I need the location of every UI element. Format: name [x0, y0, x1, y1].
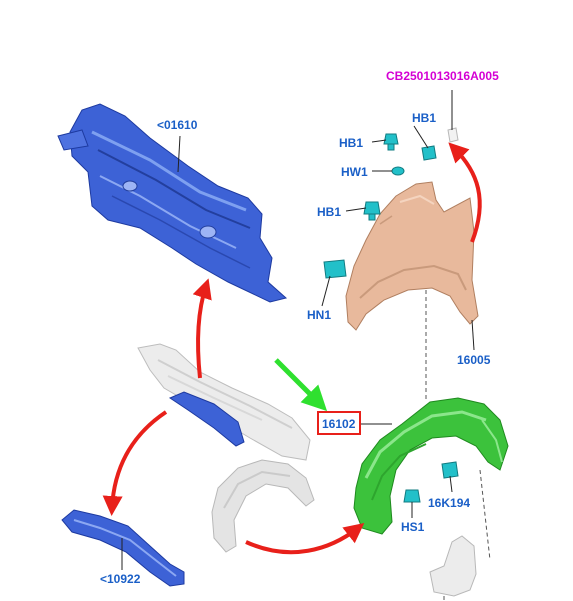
- arrow-to-bracket: [448, 142, 482, 243]
- fastener-16k194[interactable]: [441, 461, 459, 479]
- arrow-to-green-liner: [245, 523, 365, 555]
- label-wheel-liner[interactable]: 16102: [322, 417, 356, 431]
- wheel-liner-part[interactable]: [353, 397, 509, 535]
- fender-part[interactable]: [345, 181, 479, 331]
- label-hb1-left-upper[interactable]: HB1: [339, 136, 363, 150]
- label-16k194[interactable]: 16K194: [428, 496, 470, 510]
- leader-lines: [121, 90, 475, 570]
- green-pointer-arrow: [274, 358, 328, 412]
- red-arrows: [102, 142, 482, 555]
- label-dash-panel[interactable]: <01610: [157, 118, 198, 132]
- label-hb1-top-right[interactable]: HB1: [412, 111, 436, 125]
- highlight-box-16102: [317, 411, 361, 435]
- fastener-hs1[interactable]: [403, 489, 421, 503]
- fastener-hn1[interactable]: [323, 259, 347, 279]
- fastener-hb1-upper[interactable]: [383, 133, 399, 151]
- bracket-cb-code[interactable]: [447, 127, 459, 143]
- ghost-body-structure: [137, 343, 311, 461]
- label-apron-rail[interactable]: <10922: [100, 572, 141, 586]
- label-cb-code[interactable]: CB2501013016A005: [386, 69, 499, 83]
- mud-flap-part: [429, 535, 477, 597]
- label-hs1[interactable]: HS1: [401, 520, 425, 534]
- fastener-hb1-right[interactable]: [421, 145, 437, 161]
- dash-panel-part[interactable]: [57, 103, 288, 303]
- label-hb1-left-lower[interactable]: HB1: [317, 205, 341, 219]
- fastener-hb1-lower[interactable]: [363, 201, 381, 221]
- fastener-hw1[interactable]: [391, 166, 405, 176]
- arrow-to-dash-panel: [192, 278, 212, 379]
- apron-rail-part[interactable]: [61, 509, 185, 587]
- assembly-dashed-lines: [425, 290, 491, 601]
- label-fender[interactable]: 16005: [457, 353, 491, 367]
- apron-strip-part: [168, 391, 245, 447]
- label-hn1[interactable]: HN1: [307, 308, 331, 322]
- label-hw1[interactable]: HW1: [341, 165, 368, 179]
- ghost-wheel-liner: [211, 459, 315, 553]
- arrow-to-apron-rail: [102, 410, 168, 516]
